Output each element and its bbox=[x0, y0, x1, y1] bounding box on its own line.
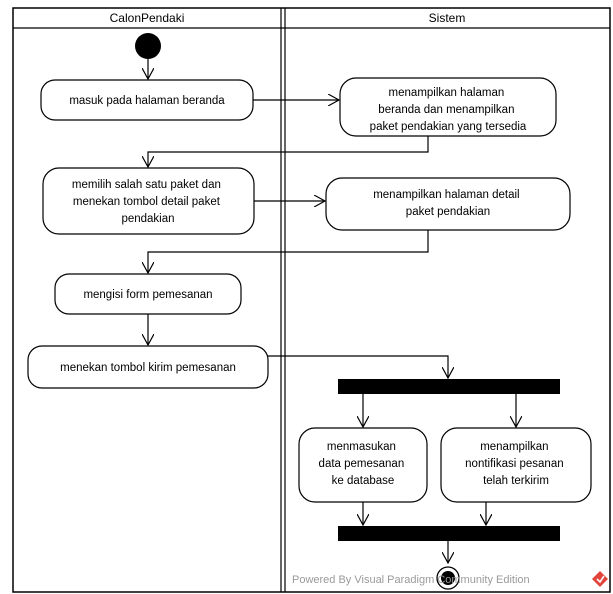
label-isi-form: mengisi form pemesanan bbox=[83, 289, 212, 301]
activity-tampil-beranda bbox=[339, 77, 557, 137]
label-masuk-beranda: masuk pada halaman beranda bbox=[69, 95, 225, 107]
final-node-dot bbox=[441, 571, 455, 585]
swimlanes bbox=[12, 7, 611, 593]
initial-node bbox=[135, 33, 161, 59]
label-kirim-pemesanan: menekan tombol kirim pemesanan bbox=[60, 362, 236, 374]
flow-tampil-to-pilih bbox=[148, 136, 429, 167]
label-pilih-paket: memilih salah satu paket dan menekan tom… bbox=[72, 179, 224, 225]
lane-title-sistem: Sistem bbox=[429, 11, 466, 25]
watermark-text: Powered By Visual Paradigm Community Edi… bbox=[292, 574, 530, 586]
flow-detail-to-form bbox=[148, 230, 429, 273]
activity-tampil-detail bbox=[325, 177, 571, 231]
label-tampil-detail: menampilkan halaman detail paket pendaki… bbox=[373, 189, 523, 218]
lane-title-calonpendaki: CalonPendaki bbox=[110, 11, 185, 25]
fork-bar bbox=[338, 379, 560, 394]
activity-tampil-notifikasi bbox=[440, 427, 592, 503]
label-masuk-database: menmasukan data pemesanan ke database bbox=[319, 441, 408, 487]
label-tampil-notifikasi: menampilkan nontifikasi pesanan telah te… bbox=[465, 441, 567, 487]
join-bar bbox=[338, 526, 560, 541]
visual-paradigm-logo-icon bbox=[592, 571, 608, 587]
label-tampil-beranda: menampilkan halaman beranda dan menampil… bbox=[370, 87, 527, 133]
activity-kirim-pemesanan bbox=[27, 345, 269, 389]
swimlane-frame bbox=[12, 7, 611, 593]
flow-kirim-to-fork bbox=[268, 355, 448, 378]
